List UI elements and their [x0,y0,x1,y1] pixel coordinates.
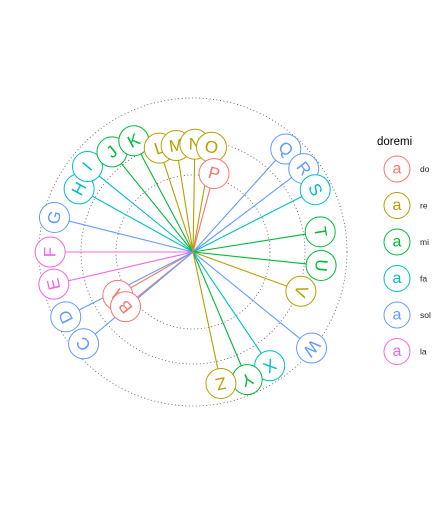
spoke-K [140,153,194,253]
point-E: E [38,268,70,300]
label-bubble-C [68,328,100,360]
spoke-W [192,251,301,340]
label-bubble-Z [205,367,237,399]
point-P: P [198,158,230,190]
label-text-U: U [311,258,331,272]
spoke-G [68,220,194,253]
point-B: B [110,291,142,323]
point-Y: Y [231,364,263,396]
spoke-Q [192,159,277,253]
point-Z: Z [205,367,237,399]
label-bubble-F [34,236,66,268]
spoke-L [163,162,194,253]
point-C: C [68,328,100,360]
spoke-D [78,251,194,311]
spoke-M [177,160,194,253]
spoke-I [98,175,194,253]
legend-item-re: a re [383,192,428,219]
point-V: V [285,275,317,307]
spoke-X [192,251,262,354]
legend-label-re: re [420,201,428,211]
label-text-Z: Z [214,373,228,394]
point-W: W [296,332,328,364]
spoke-J [120,163,194,253]
point-F: F [34,236,66,268]
legend-item-mi: a mi [383,228,429,256]
label-text-E: E [43,276,64,291]
legend-key-fa [383,265,411,292]
legend-key-re [383,192,411,219]
point-I: I [71,151,103,183]
legend-key-glyph-do: a [393,161,402,178]
spoke-N [192,159,196,253]
legend: doremi a do a re a mi a fa a sol a la [377,136,431,365]
point-G: G [38,201,70,233]
label-text-G: G [44,209,66,226]
point-T: T [304,216,336,248]
legend-label-do: do [420,164,430,174]
legend-key-glyph-mi: a [393,234,402,251]
label-bubble-S [299,174,331,206]
point-U: U [305,249,337,281]
legend-key-glyph-la: a [393,343,402,360]
legend-label-la: la [420,347,427,357]
label-bubble-D [50,301,82,333]
label-bubble-B [110,291,142,323]
spoke-T [192,233,306,253]
point-X: X [254,350,286,382]
label-bubble-E [38,268,70,300]
spoke-R [192,177,293,253]
label-text-O: O [203,137,219,158]
point-D: D [50,301,82,333]
legend-key-mi [383,228,411,256]
label-bubble-W [296,332,328,364]
spoke-C [94,251,194,335]
spoke-E [68,251,194,282]
reference-ring-2 [80,139,306,365]
legend-item-la: a la [383,338,427,365]
spoke-Y [192,251,242,366]
spoke-U [192,251,307,265]
legend-item-fa: a fa [383,265,427,292]
label-text-F: F [41,247,60,257]
legend-title: doremi [377,136,412,148]
label-bubble-V [285,275,317,307]
point-Q: Q [270,133,302,165]
point-S: S [299,174,331,206]
legend-key-do [383,155,411,183]
label-bubble-U [305,249,337,281]
legend-label-sol: sol [420,310,431,320]
spoke-S [192,196,303,253]
legend-key-glyph-fa: a [393,270,402,287]
legend-item-do: a do [383,155,430,183]
label-bubble-G [38,201,70,233]
label-bubble-I [71,151,103,183]
point-labels: ABCDEFGHIJKLMNOPQRSTUVWXYZ [34,125,337,399]
label-bubble-T [304,216,336,248]
legend-label-fa: fa [420,274,427,284]
label-bubble-Q [270,133,302,165]
label-text-T: T [310,225,330,238]
label-bubble-X [254,350,286,382]
legend-key-sol [383,301,411,329]
legend-item-sol: a sol [383,301,431,329]
spoke-V [192,251,287,287]
label-text-P: P [206,163,222,184]
legend-key-glyph-re: a [393,197,402,214]
legend-label-mi: mi [420,237,429,247]
legend-keys: a do a re a mi a fa a sol a la [383,155,431,365]
spoke-H [91,195,194,253]
spoke-P [192,187,211,253]
legend-key-glyph-sol: a [393,307,402,324]
spoke-lines [65,153,307,369]
legend-key-la [383,338,411,365]
spoke-A [130,251,194,289]
point-O: O [195,131,227,163]
label-bubble-P [198,158,230,190]
spoke-Z [192,251,219,369]
